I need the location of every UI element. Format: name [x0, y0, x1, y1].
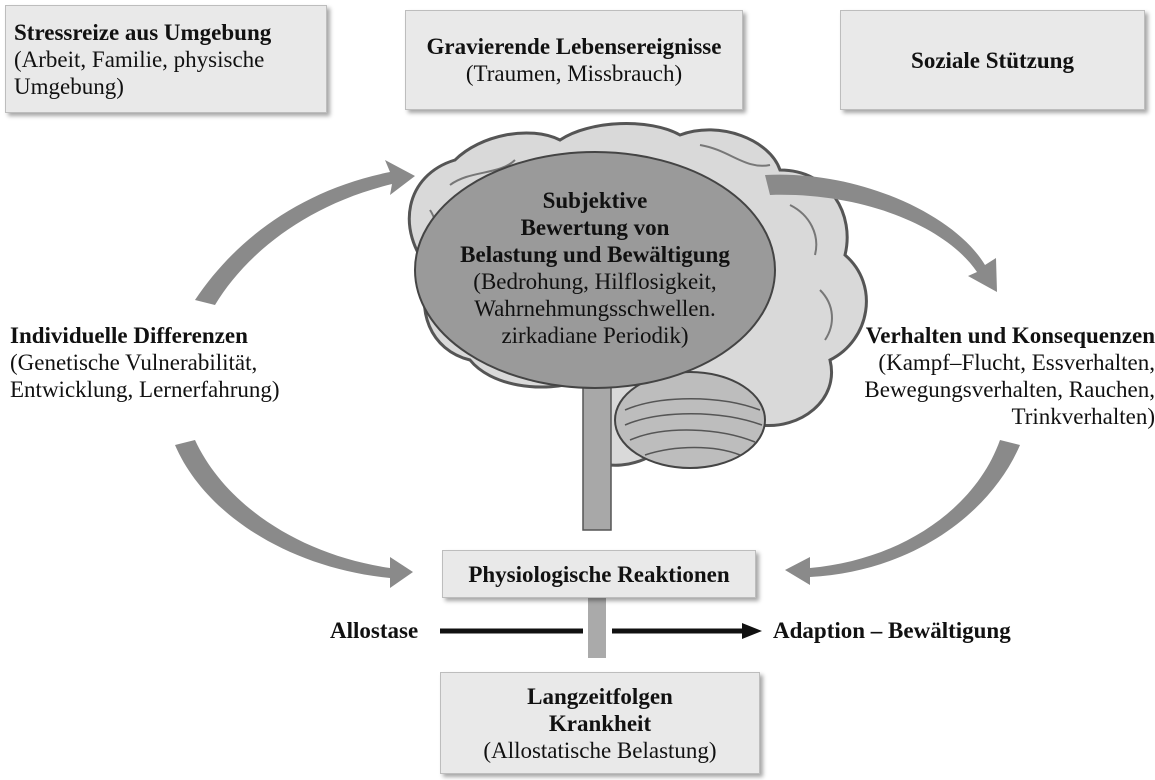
cerebellum-lines	[624, 398, 763, 456]
lebensereignisse-line1: (Traumen, Missbrauch)	[465, 61, 683, 86]
appraisal-line3: zirkadiane Periodik)	[501, 323, 689, 348]
brain-stem	[582, 369, 612, 531]
langzeit-title2: Krankheit	[548, 710, 652, 736]
right-line1: (Kampf–Flucht, Essverhalten,	[878, 350, 1155, 375]
right-title: Verhalten und Konsequenzen	[865, 323, 1155, 348]
individuelle-differenzen: Individuelle Differenzen (Genetische Vul…	[10, 322, 330, 403]
langzeit-title1: Langzeitfolgen	[527, 683, 673, 709]
appraisal-oval	[414, 151, 776, 389]
adaption-label: Adaption – Bewältigung	[773, 618, 1011, 643]
left-title: Individuelle Differenzen	[10, 323, 248, 348]
appraisal-text: Subjektive Bewertung von Belastung und B…	[425, 187, 765, 349]
stressreize-line2: Umgebung)	[14, 73, 124, 99]
lebensereignisse-box: Gravierende Lebensereignisse (Traumen, M…	[405, 10, 743, 110]
allostase-label: Allostase	[330, 618, 419, 643]
arrow-up-left	[195, 160, 415, 305]
connector-bar	[588, 596, 606, 658]
appraisal-title1: Subjektive	[542, 188, 648, 213]
langzeit-box: Langzeitfolgen Krankheit (Allostatische …	[440, 672, 760, 774]
appraisal-line1: (Bedrohung, Hilflosigkeit,	[473, 269, 717, 294]
physiologisch-title: Physiologische Reaktionen	[468, 561, 730, 587]
soziale-box: Soziale Stützung	[840, 10, 1145, 110]
physiologisch-box: Physiologische Reaktionen	[442, 550, 756, 598]
left-line2: Entwicklung, Lernerfahrung)	[10, 377, 280, 402]
appraisal-line2: Wahrnehmungsschwellen.	[474, 296, 716, 321]
langzeit-line1: (Allostatische Belastung)	[483, 737, 717, 763]
adaption-arrowhead	[742, 623, 762, 639]
cerebellum-icon	[614, 371, 766, 469]
right-line3: Trinkverhalten)	[1011, 404, 1155, 429]
stressreize-line1: (Arbeit, Familie, physische	[14, 46, 265, 72]
appraisal-title3: Belastung und Bewältigung	[460, 242, 730, 267]
right-line2: Bewegungsverhalten, Rauchen,	[864, 377, 1155, 402]
arrow-top-right	[765, 174, 997, 292]
stressreize-box: Stressreize aus Umgebung (Arbeit, Famili…	[5, 5, 327, 113]
appraisal-title2: Bewertung von	[520, 215, 670, 240]
stressreize-title: Stressreize aus Umgebung	[14, 19, 272, 45]
left-line1: (Genetische Vulnerabilität,	[10, 350, 258, 375]
arrow-bottom-right	[785, 440, 1020, 585]
verhalten-konsequenzen: Verhalten und Konsequenzen (Kampf–Flucht…	[805, 322, 1155, 430]
lebensereignisse-title: Gravierende Lebensereignisse	[426, 34, 722, 59]
soziale-title: Soziale Stützung	[911, 47, 1074, 73]
arrow-bottom-left	[175, 440, 413, 588]
